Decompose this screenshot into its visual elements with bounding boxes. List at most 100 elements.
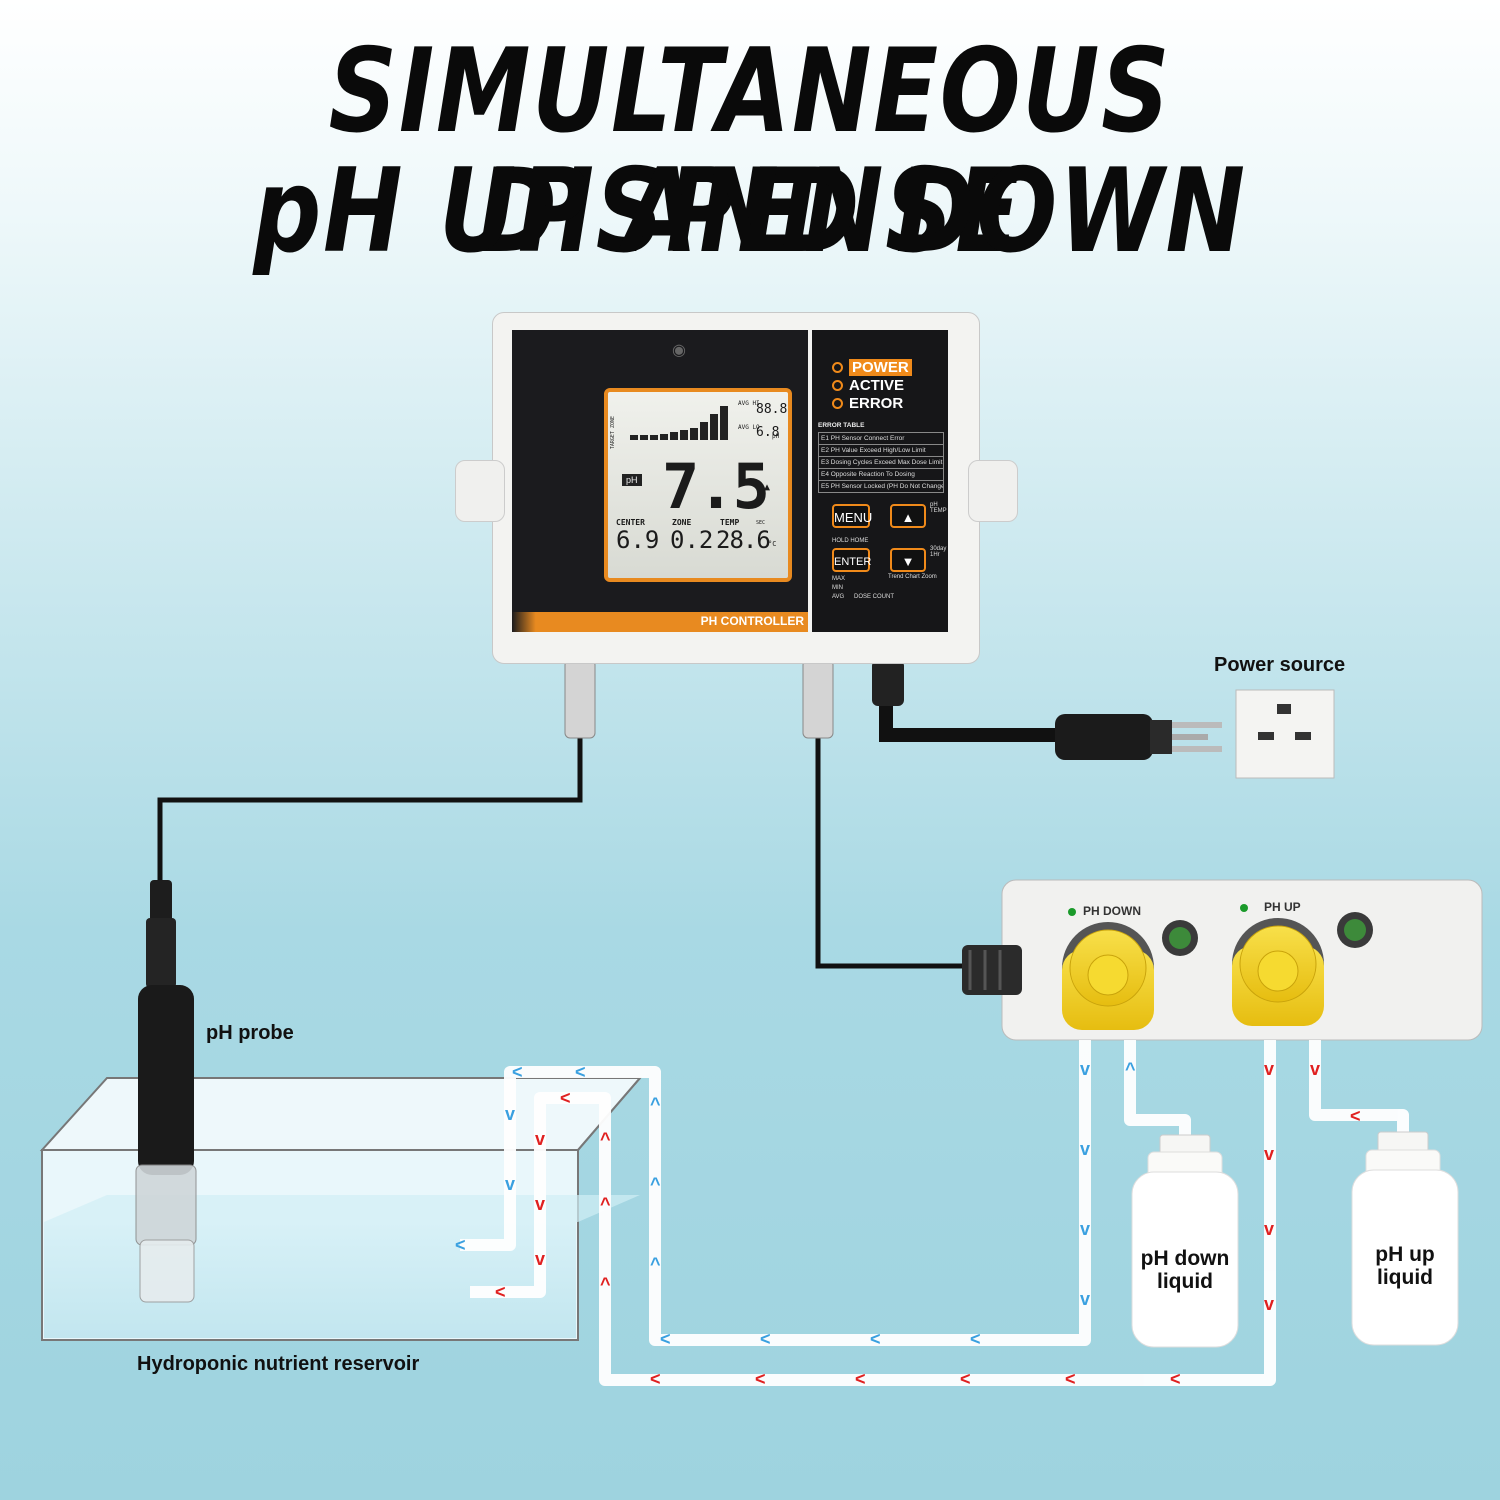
down-button[interactable]: ▼ (890, 548, 926, 572)
up-button[interactable]: ▲ (890, 504, 926, 528)
error-row: E2 PH Value Exceed High/Low Limit (819, 444, 943, 456)
dose-count-hint: DOSE COUNT (854, 594, 895, 600)
bnc-connectors (564, 659, 904, 739)
avg-lo-unit: pH (772, 433, 780, 440)
svg-text:v: v (1264, 1144, 1274, 1164)
error-row: E4 Opposite Reaction To Dosing (819, 468, 943, 480)
error-led-icon (832, 397, 843, 409)
svg-text:<: < (512, 1062, 523, 1082)
indicator-active: ACTIVE (832, 376, 912, 394)
svg-text:^: ^ (600, 1194, 611, 1214)
avg-hi-label: AVG HI (738, 400, 760, 407)
svg-text:^: ^ (600, 1274, 611, 1294)
svg-text:<: < (455, 1235, 466, 1255)
menu-button[interactable]: MENU (832, 504, 872, 528)
avg-hint: AVG (832, 594, 845, 600)
enter-button[interactable]: ENTER (832, 548, 871, 572)
ph-probe (135, 880, 197, 1303)
ph-up-bottle (1351, 1131, 1459, 1346)
ph-tag: pH (622, 474, 642, 486)
center-value: 6.9 (616, 526, 660, 554)
day-hr-hint: 30day 1Hr (930, 546, 947, 558)
svg-text:v: v (505, 1104, 515, 1124)
trend-chart (630, 406, 728, 440)
main-ph-reading: 7.5 (662, 450, 770, 523)
ph-down-pump-label: PH DOWN (1083, 904, 1141, 918)
indicator-list: POWER ACTIVE ERROR (832, 358, 912, 412)
svg-text:<: < (855, 1369, 866, 1389)
hold-home-hint: HOLD HOME (832, 538, 869, 544)
svg-text:<: < (575, 1062, 586, 1082)
error-table: ERROR TABLE E1 PH Sensor Connect Error E… (818, 422, 944, 493)
svg-text:v: v (1080, 1219, 1090, 1239)
svg-text:v: v (1264, 1059, 1274, 1079)
avg-lo-label: AVG LO (738, 424, 760, 431)
power-source-label: Power source (1214, 654, 1346, 676)
controller-control-panel: POWER ACTIVE ERROR ERROR TABLE E1 PH Sen… (812, 330, 948, 632)
ph-down-bottle-label: pH down liquid (1140, 1247, 1230, 1293)
svg-text:v: v (1080, 1139, 1090, 1159)
ph-up-pump-label: PH UP (1264, 900, 1301, 914)
ph-temp-hint: pH TEMP (930, 502, 947, 514)
bell-icon: ▲ (764, 482, 771, 493)
svg-text:<: < (960, 1369, 971, 1389)
zone-label: ZONE (672, 518, 692, 527)
error-row: E5 PH Sensor Locked (PH Do Not Change) (819, 480, 943, 492)
power-led-icon (832, 361, 843, 373)
indicator-error: ERROR (832, 394, 912, 412)
headline-line1: SIMULTANEOUS DISPENSE (328, 24, 1172, 279)
svg-text:^: ^ (650, 1254, 661, 1274)
brand-strip-text: PH CONTROLLER (700, 614, 804, 628)
svg-text:<: < (660, 1329, 671, 1349)
lcd-screen: TARGET ZONE AVG HI 88.8 AVG LO 6.8 pH pH… (604, 388, 792, 582)
ph-down-bottle (1131, 1134, 1239, 1348)
wifi-icon: ◉ (672, 342, 686, 359)
active-led-icon (832, 379, 843, 391)
error-table-title: ERROR TABLE (818, 422, 865, 429)
svg-text:v: v (1264, 1294, 1274, 1314)
svg-text:v: v (505, 1174, 515, 1194)
error-row: E1 PH Sensor Connect Error (819, 432, 943, 444)
trend-hint: Trend Chart Zoom (888, 574, 937, 580)
wall-outlet (1235, 689, 1335, 779)
svg-text:<: < (760, 1329, 771, 1349)
controller-front-panel: ◉ TARGET ZONE AVG HI 88.8 AVG LO 6.8 pH … (512, 330, 808, 632)
svg-text:v: v (535, 1194, 545, 1214)
svg-text:<: < (1065, 1369, 1076, 1389)
svg-text:<: < (495, 1282, 506, 1302)
svg-text:v: v (535, 1129, 545, 1149)
brand-strip: PH CONTROLLER (512, 612, 808, 632)
pump-unit (962, 879, 1483, 1041)
center-label: CENTER (616, 518, 645, 527)
min-hint: MIN (832, 585, 843, 591)
svg-text:v: v (1080, 1059, 1090, 1079)
ph-probe-label: pH probe (206, 1022, 294, 1044)
svg-text:<: < (1170, 1369, 1181, 1389)
max-hint: MAX (832, 576, 846, 582)
mount-tab-right (968, 460, 1018, 522)
svg-text:^: ^ (650, 1174, 661, 1194)
reservoir-tank (39, 1077, 643, 1341)
svg-text:<: < (650, 1369, 661, 1389)
svg-text:v: v (1310, 1059, 1320, 1079)
svg-text:<: < (1350, 1106, 1361, 1126)
reservoir-label: Hydroponic nutrient reservoir (137, 1353, 420, 1375)
temp-value: 28.6 (716, 526, 771, 554)
signal-cables (157, 700, 1065, 969)
svg-text:v: v (535, 1249, 545, 1269)
svg-text:<: < (970, 1329, 981, 1349)
svg-text:v: v (1264, 1219, 1274, 1239)
error-row: E3 Dosing Cycles Exceed Max Dose Limit (819, 456, 943, 468)
zone-value: 0.2 (670, 526, 714, 554)
power-plug (1055, 714, 1222, 760)
target-zone-label: TARGET ZONE (610, 416, 616, 450)
svg-text:^: ^ (650, 1094, 661, 1114)
avg-lo-value: 6.8 (756, 425, 780, 440)
headline-line2: pH UP AND DOWN (253, 144, 1247, 279)
svg-text:<: < (755, 1369, 766, 1389)
temp-label: TEMP (720, 518, 740, 527)
svg-text:^: ^ (1125, 1059, 1136, 1079)
